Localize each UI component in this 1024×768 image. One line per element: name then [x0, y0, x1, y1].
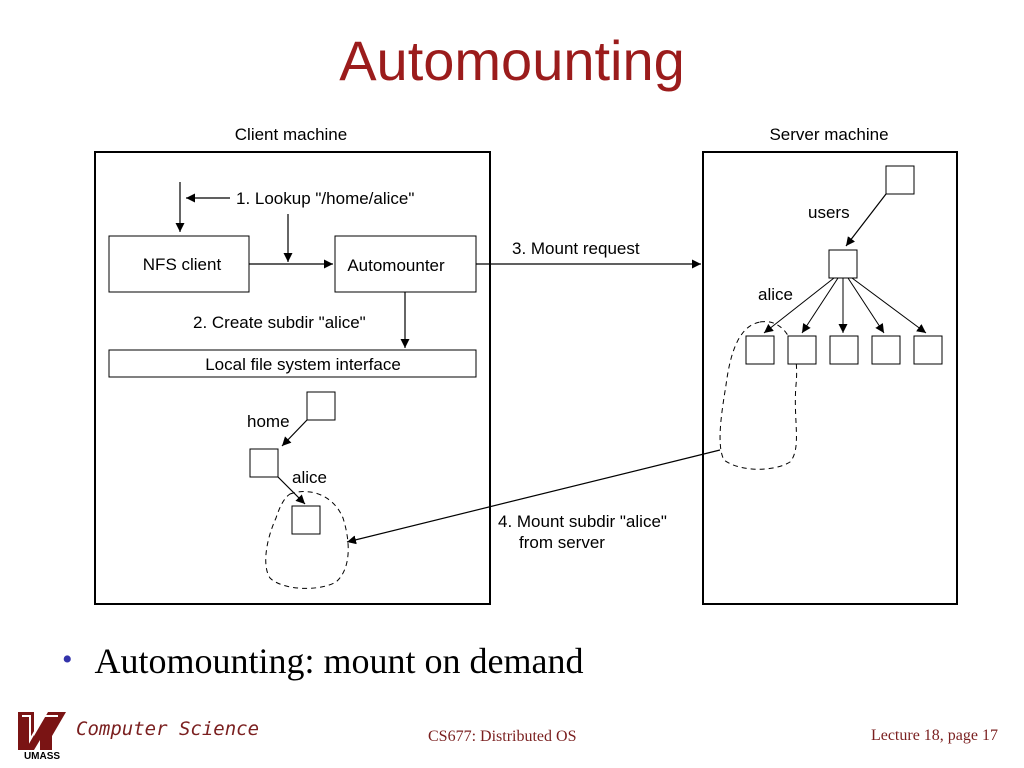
- home-to-alice-arrow: [277, 476, 306, 505]
- server-child-dir: [787, 335, 817, 365]
- server-child-dir: [913, 335, 943, 365]
- server-root-dir: [885, 165, 915, 195]
- department-name: Computer Science: [76, 718, 260, 740]
- bullet-text: Automounting: mount on demand: [94, 641, 584, 681]
- root-to-users-arrow: [845, 193, 887, 247]
- client-machine-label: Client machine: [235, 125, 347, 144]
- client-home-dir: [249, 448, 279, 478]
- users-to-alice-arrow: [763, 277, 835, 334]
- server-child-dir: [871, 335, 901, 365]
- client-root-dir: [306, 391, 336, 421]
- users-to-child-5-arrow: [851, 277, 927, 334]
- bullet-item: • Automounting: mount on demand: [62, 640, 584, 682]
- mount-subdir-arrow: [346, 449, 721, 545]
- step-1-label: 1. Lookup "/home/alice": [236, 189, 414, 208]
- step-3-label: 3. Mount request: [512, 239, 640, 258]
- server-alice-dir: [745, 335, 775, 365]
- step-2-label: 2. Create subdir "alice": [193, 313, 366, 332]
- nfs-client-label: NFS client: [143, 255, 222, 274]
- step-4-label-line-1: 4. Mount subdir "alice": [498, 512, 667, 531]
- server-users-dir: [828, 249, 858, 279]
- step-4-label-line-2: from server: [519, 533, 605, 552]
- client-machine-box: [94, 151, 491, 605]
- slide-title: Automounting: [339, 29, 685, 92]
- users-to-child-4-arrow: [847, 277, 885, 334]
- server-machine-box: [702, 151, 958, 605]
- users-to-child-2-arrow: [801, 277, 839, 334]
- server-export-outline: [719, 321, 798, 470]
- bullet-dot-icon: •: [62, 643, 73, 676]
- root-to-home-arrow: [281, 419, 308, 447]
- alice-server-label: alice: [758, 285, 793, 304]
- page-number: Lecture 18, page 17: [870, 727, 998, 744]
- client-mount-point-outline: [265, 491, 349, 589]
- client-alice-dir: [291, 505, 321, 535]
- local-fs-label: Local file system interface: [205, 355, 401, 374]
- server-child-dir: [829, 335, 859, 365]
- footer-branding: UMASS Computer Science: [14, 706, 259, 760]
- alice-client-label: alice: [292, 468, 327, 487]
- umass-logo-icon: UMASS: [18, 712, 66, 760]
- course-name: CS677: Distributed OS: [428, 728, 577, 745]
- home-label: home: [247, 412, 290, 431]
- server-machine-label: Server machine: [769, 125, 888, 144]
- umass-logo-text: UMASS: [24, 751, 60, 760]
- local-fs-box: [108, 349, 477, 378]
- automounter-label: Automounter: [347, 256, 445, 275]
- users-label: users: [808, 203, 850, 222]
